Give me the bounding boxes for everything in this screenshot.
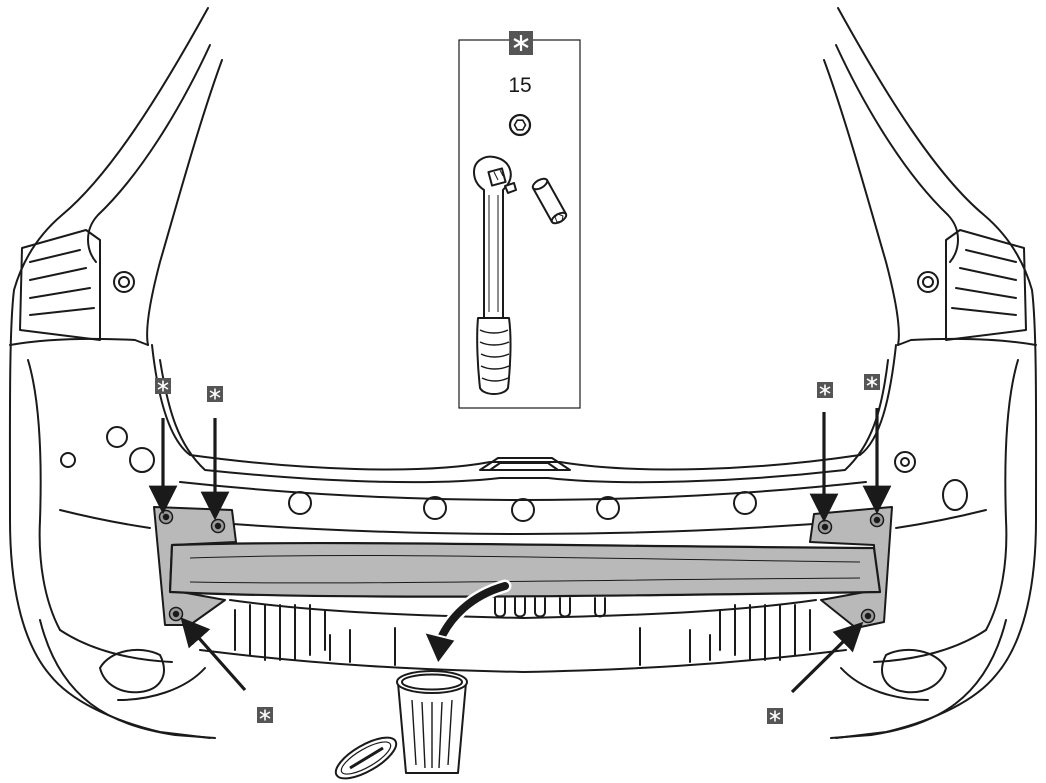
asterisk-marker-icon: [256, 706, 274, 724]
hex-nut-icon: [508, 113, 532, 137]
arrow-lower-right: [790, 621, 864, 694]
asterisk-marker-icon: [816, 381, 834, 399]
arrow-lower-left: [180, 617, 247, 692]
asterisk-marker-icon: [863, 373, 881, 391]
discard-arrow: [423, 579, 512, 665]
hex-socket-icon: [531, 177, 568, 225]
vehicle-rear-outline: [8, 7, 1038, 739]
bolt-upper-left-outer-icon: [158, 509, 174, 525]
bumper-reinforcement-bar: [153, 506, 893, 629]
socket-size-label: 15: [508, 74, 531, 97]
trash-can-lid-icon: [334, 736, 398, 780]
asterisk-marker-icon: [206, 385, 224, 403]
ratchet-wrench-icon: [473, 155, 517, 395]
bolt-arrows: [148, 408, 892, 694]
asterisk-marker-icon: [509, 31, 533, 55]
bolt-lower-right-icon: [860, 608, 876, 624]
bolt-upper-right-inner-icon: [817, 519, 833, 535]
bolt-lower-left-icon: [168, 606, 184, 622]
tool-panel: 15: [458, 31, 581, 409]
asterisk-marker-icon: [766, 707, 784, 725]
bolt-upper-left-inner-icon: [210, 518, 226, 534]
trash-can-icon: [334, 670, 468, 780]
bolt-upper-right-outer-icon: [869, 512, 885, 528]
asterisk-marker-icon: [154, 377, 172, 395]
